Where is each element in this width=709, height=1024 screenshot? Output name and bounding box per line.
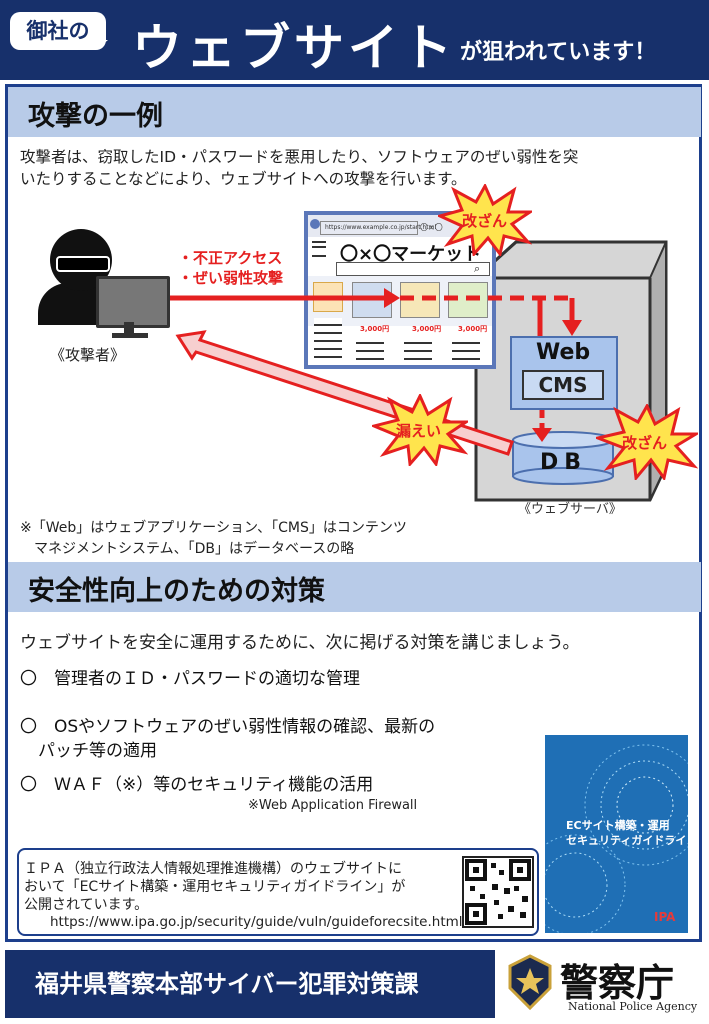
sidebar-text-lines [314,318,342,358]
police-emblem-icon [508,954,552,1010]
qr-code-icon[interactable] [462,856,534,928]
book-title-line-2: セキュリティガイドライン [566,834,698,847]
cms-box: CMS [522,370,604,400]
ipa-line-3: 公開されています。 [24,897,149,913]
browser-toolbar [308,215,492,237]
burst-tamper-top-label: 改ざん [462,212,508,230]
header-subtitle: が狙われています！ [460,40,657,65]
ipa-info-box [17,848,539,936]
header-tag: 御社の [10,12,106,50]
ipa-line-2: おいて「ECサイト構築・運用セキュリティガイドライン」が [24,879,406,895]
hamburger-menu-icon [312,241,326,257]
waf-note: ※Web Application Firewall [248,798,418,813]
footnote: ※「Web」はウェブアプリケーション、「CMS」はコンテンツ マネジメントシステ… [20,518,407,560]
burst-tamper-top [438,184,532,256]
book-title-line-1: ECサイト構築・運用 [566,819,670,832]
book-title: ECサイト構築・運用 セキュリティガイドライン [566,818,697,848]
browser-logo-icon [310,219,320,229]
product-text-lines [404,336,432,360]
header-title: ウェブサイト [132,19,456,77]
measure-item: 〇 ＷＡＦ（※）等のセキュリティ機能の活用 [20,775,374,795]
database-icon [512,431,614,485]
burst-leak-label: 漏えい [396,422,442,440]
url-bar: https://www.example.co.jp/start.html [320,221,436,235]
header-banner [0,0,709,80]
db-label: DB [540,450,588,475]
measures-intro: ウェブサイトを安全に運用するために、次に掲げる対策を講じましょう。 [20,633,580,653]
book-wave-pattern [545,744,688,933]
attack-intro-line-2: いたりすることなどにより、ウェブサイトへの攻撃を行います。 [20,170,467,188]
attack-type-1: ・不正アクセス [178,249,283,267]
monitor-stand [124,322,134,334]
product-price: 3,000円 [360,325,390,333]
product-price: 3,000円 [458,325,488,333]
product-price: 3,000円 [412,325,442,333]
ipa-info-text: ＩＰＡ（独立行政法人情報処理推進機構）のウェブサイトに おいて「ECサイト構築・… [24,860,444,914]
content-frame [5,84,702,942]
ipa-url-link[interactable]: https://www.ipa.go.jp/security/guide/vul… [50,914,463,930]
npa-english-name: National Police Agency [568,1000,698,1013]
burst-leak [372,394,468,466]
header-tag-tail [96,40,108,50]
measure-item: 〇 管理者のＩＤ・パスワードの適切な管理 [20,669,360,689]
site-search-box [336,262,490,276]
web-label: Web [536,340,591,365]
server-caption: 《ウェブサーバ》 [518,502,622,517]
attack-type-2: ・ぜい弱性攻撃 [178,269,284,287]
section-bar-attack [8,87,701,137]
qr-pattern [465,859,531,925]
burst-tamper-right [596,404,698,480]
book-publisher: IPA [654,910,676,924]
hamburger-menu-middle [312,246,326,248]
footnote-line-2: マネジメントシステム、「DB」はデータベースの略 [34,541,355,557]
ipa-line-1: ＩＰＡ（独立行政法人情報処理推進機構）のウェブサイトに [24,861,402,877]
guideline-book-cover [545,735,688,933]
measure-item-continuation: パッチ等の適用 [38,741,157,761]
product-text-lines [452,336,480,360]
search-icon: ⌕ [474,262,481,275]
footer-banner [5,950,495,1018]
browser-tab: 〇×〇 [420,223,443,232]
sunglasses-icon [56,256,110,272]
footer-organization: 福井県警察本部サイバー犯罪対策課 [35,970,419,998]
burst-tamper-right-label: 改ざん [622,434,668,452]
section-title-attack: 攻撃の一例 [28,101,163,132]
npa-name: 警察庁 [560,960,675,1005]
monitor-base [112,333,148,338]
attack-intro-line-1: 攻撃者は、窃取したID・パスワードを悪用したり、ソフトウェアのぜい弱性を突 [20,148,579,166]
attacker-caption: 《攻撃者》 [50,346,126,364]
attack-type-label: ・不正アクセス ・ぜい弱性攻撃 [178,248,283,288]
site-name: 〇×〇マーケット [340,244,482,265]
section-bar-measures [8,562,701,612]
product-text-lines [356,336,384,360]
section-title-measures: 安全性向上のための対策 [28,576,325,607]
measure-item: 〇 OSやソフトウェアのぜい弱性情報の確認、最新の [20,717,436,737]
footnote-line-1: ※「Web」はウェブアプリケーション、「CMS」はコンテンツ [20,520,407,536]
